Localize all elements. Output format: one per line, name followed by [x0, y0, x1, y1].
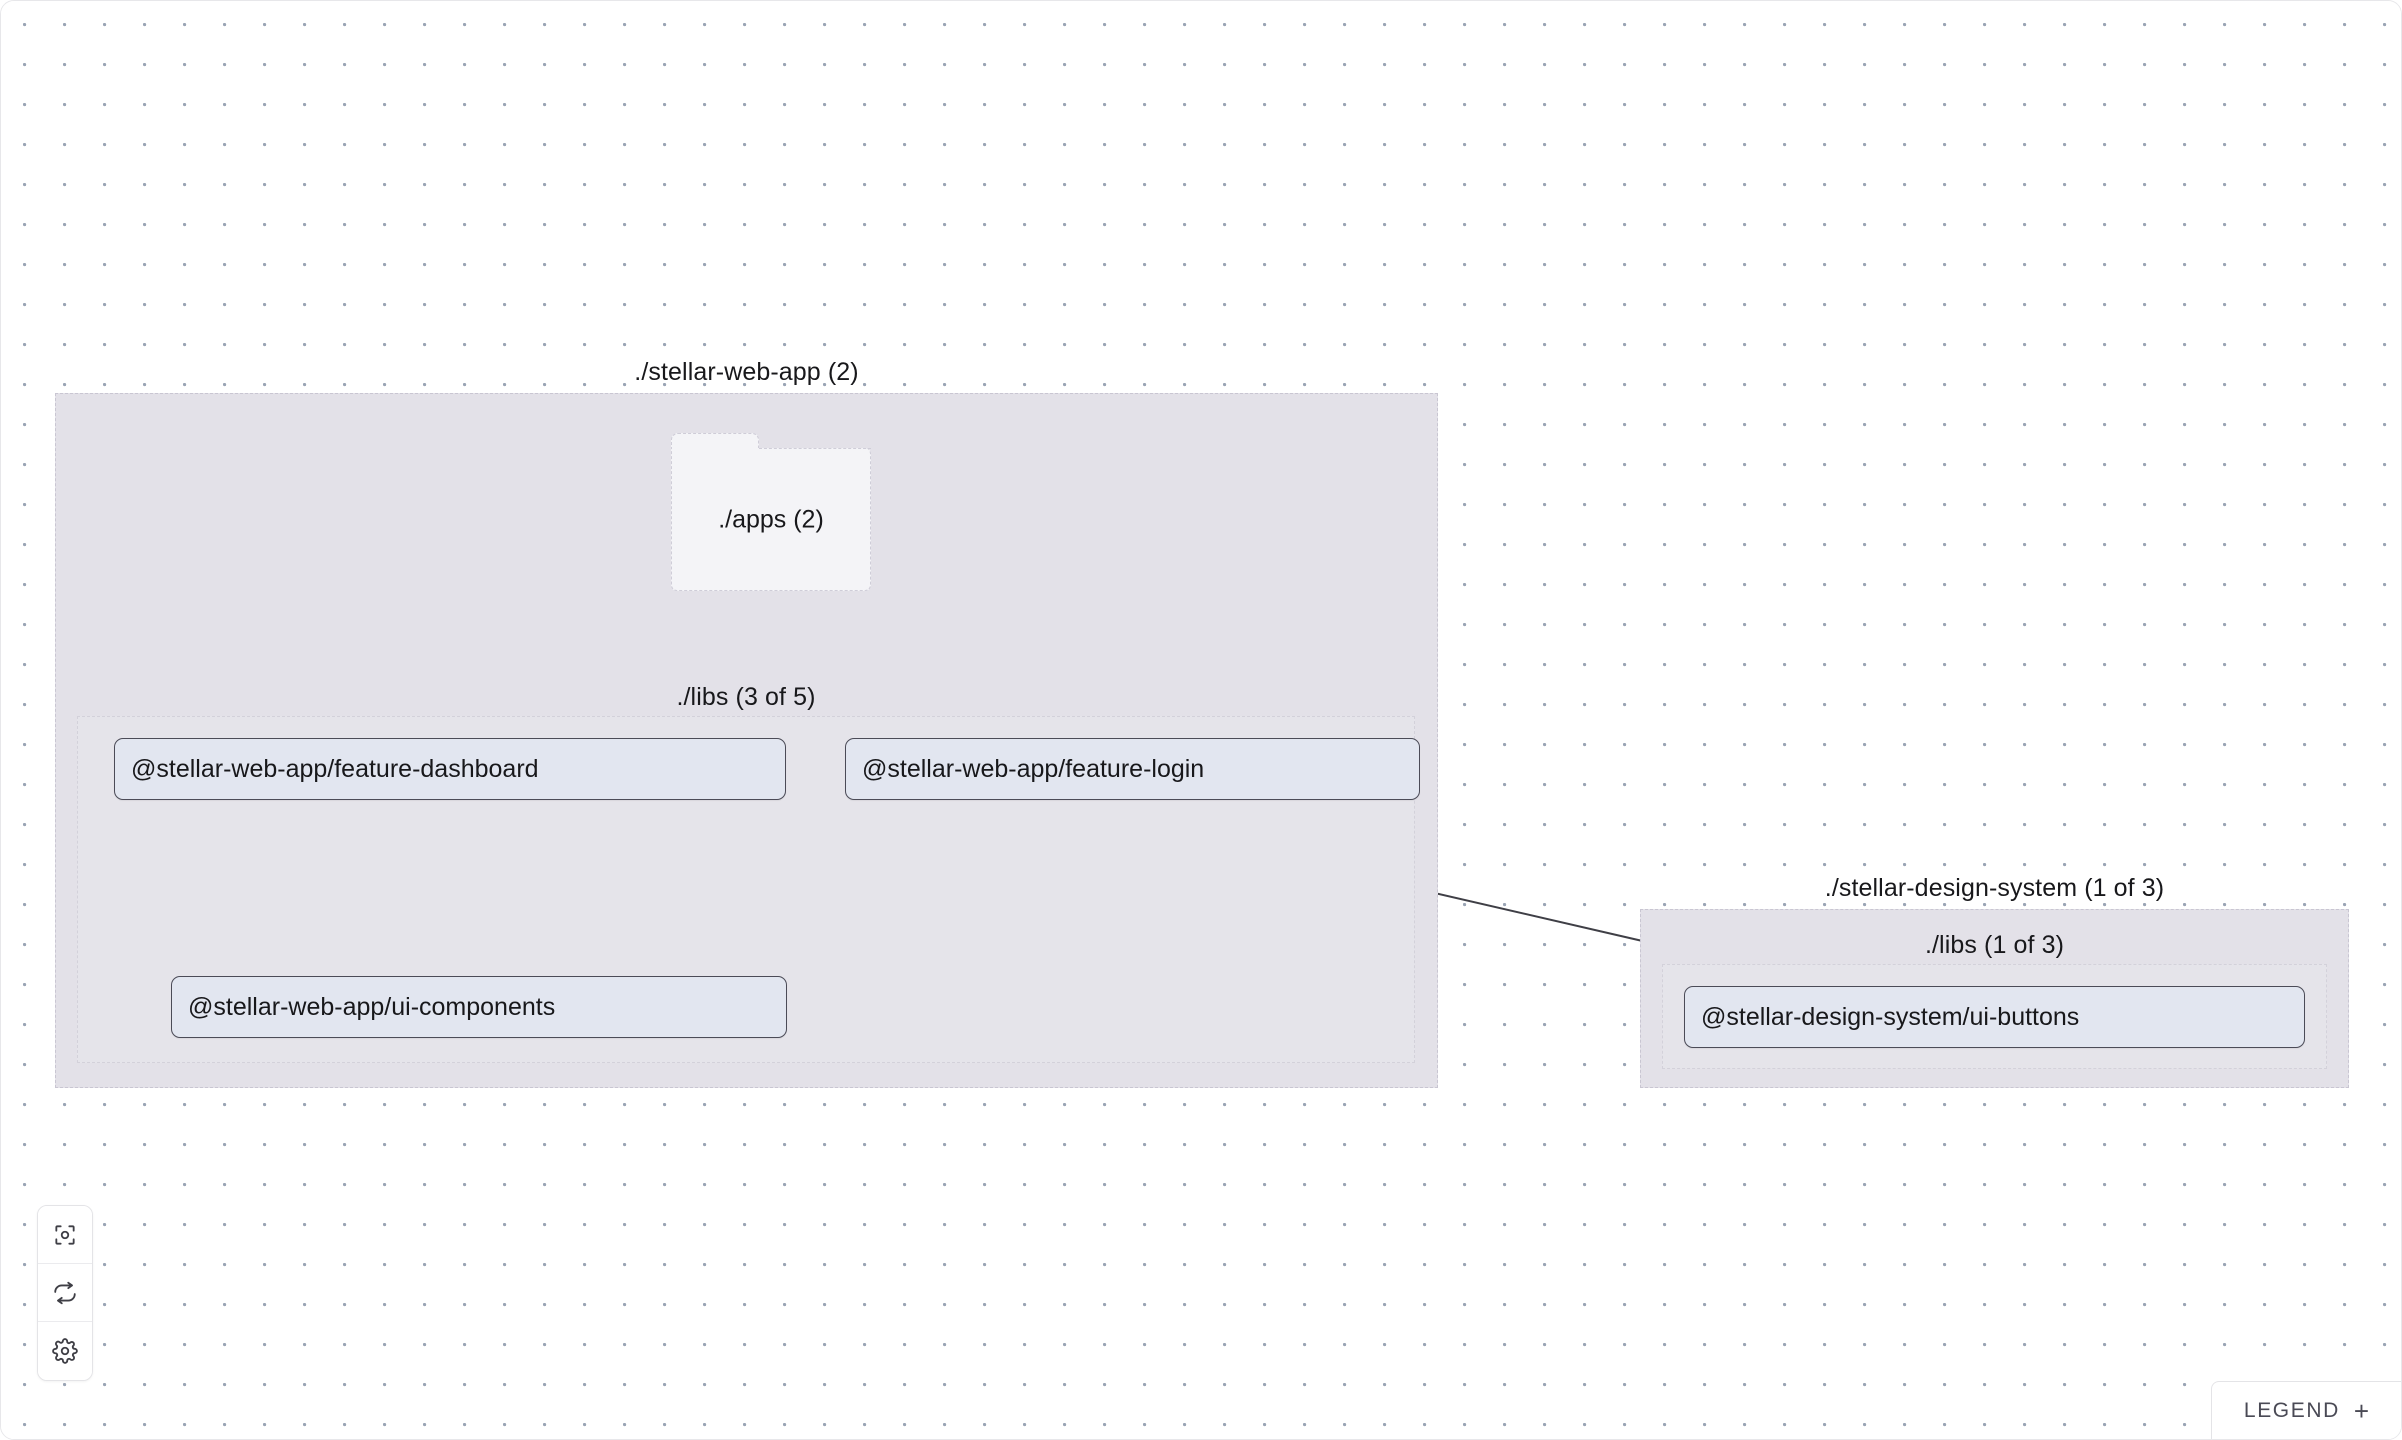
directory-group-label: ./libs (1 of 3) [1924, 931, 2065, 959]
legend-panel[interactable]: LEGEND + [2211, 1381, 2401, 1439]
project-node-ui-components[interactable]: @stellar-web-app/ui-components [171, 976, 787, 1038]
project-group-stellar-design-system[interactable]: ./stellar-design-system (1 of 3) ./libs … [1640, 874, 2349, 1088]
refresh-icon [52, 1280, 78, 1306]
folder-top-edge [759, 448, 871, 449]
project-node-ui-buttons[interactable]: @stellar-design-system/ui-buttons [1684, 986, 2305, 1048]
project-node-feature-dashboard[interactable]: @stellar-web-app/feature-dashboard [114, 738, 786, 800]
project-group-label: ./stellar-web-app (2) [634, 358, 859, 386]
project-group-label: ./stellar-design-system (1 of 3) [1824, 874, 2165, 902]
project-node-label: @stellar-web-app/feature-dashboard [131, 755, 539, 783]
folder-shape [671, 448, 871, 591]
directory-group-design-system-libs[interactable]: ./libs (1 of 3) @stellar-design-system/u… [1662, 931, 2327, 1069]
gear-icon [52, 1338, 78, 1364]
legend-label: LEGEND [2243, 1398, 2340, 1422]
graph-controls-panel [37, 1205, 93, 1381]
settings-button[interactable] [38, 1322, 92, 1380]
project-node-feature-login[interactable]: @stellar-web-app/feature-login [845, 738, 1420, 800]
project-node-label: @stellar-design-system/ui-buttons [1701, 1003, 2080, 1031]
project-group-stellar-web-app[interactable]: ./stellar-web-app (2) ./apps (2) ./libs … [55, 358, 1438, 1088]
expand-legend-icon[interactable]: + [2353, 1395, 2370, 1426]
folder-tab [671, 433, 759, 449]
refresh-graph-button[interactable] [38, 1264, 92, 1322]
folder-node-apps[interactable]: ./apps (2) [671, 433, 871, 591]
focus-target-icon [52, 1222, 78, 1248]
project-node-label: @stellar-web-app/ui-components [188, 993, 556, 1021]
focus-graph-button[interactable] [38, 1206, 92, 1264]
project-node-label: @stellar-web-app/feature-login [862, 755, 1205, 783]
directory-group-label: ./libs (3 of 5) [676, 683, 816, 711]
directory-group-stellar-web-app-libs[interactable]: ./libs (3 of 5) @stellar-web-app/feature… [77, 683, 1420, 1063]
folder-node-label: ./apps (2) [718, 505, 824, 533]
